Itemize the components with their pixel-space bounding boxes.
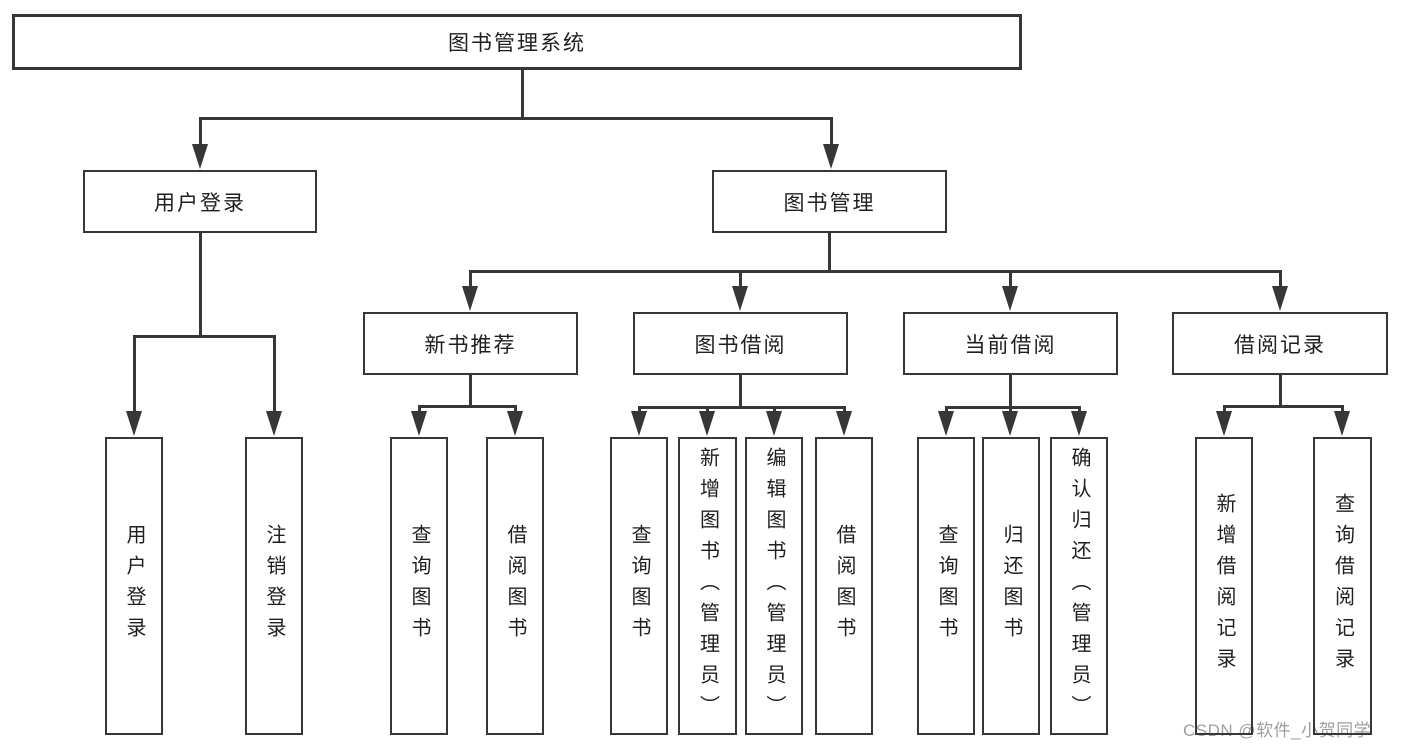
connector-branch	[417, 404, 517, 408]
leaf-query-books-1-label: 查询图书	[408, 524, 430, 648]
arrowhead-down-icon	[266, 411, 282, 436]
connector-stem	[1008, 375, 1012, 407]
node-current-borrow-label: 当前借阅	[964, 333, 1057, 357]
connector-stem	[827, 233, 831, 271]
leaf-return-books: 归还图书	[982, 437, 1040, 735]
node-new-book-rec-label: 新书推荐	[424, 333, 517, 357]
connector-arrow-line	[417, 406, 421, 414]
leaf-user-login-label: 用户登录	[123, 524, 145, 648]
arrowhead-down-icon	[1216, 411, 1232, 436]
leaf-confirm-return-admin-label: 确认归还（管理员）	[1068, 446, 1090, 726]
arrowhead-down-icon	[836, 411, 852, 436]
arrowhead-down-icon	[192, 144, 208, 169]
arrowhead-down-icon	[507, 411, 523, 436]
connector-arrow-line	[705, 407, 709, 414]
connector-arrow-line	[1278, 271, 1282, 289]
leaf-borrow-books-2: 借阅图书	[815, 437, 873, 735]
leaf-query-books-2-label: 查询图书	[628, 524, 650, 648]
leaf-add-borrow-record: 新增借阅记录	[1195, 437, 1253, 735]
leaf-borrow-books-1: 借阅图书	[486, 437, 544, 735]
connector-arrow-line	[468, 271, 472, 289]
connector-arrow-line	[1008, 407, 1012, 414]
leaf-logout: 注销登录	[245, 437, 303, 735]
leaf-return-books-label: 归还图书	[1000, 524, 1022, 648]
node-book-mgmt-label: 图书管理	[783, 191, 876, 215]
leaf-query-books-3: 查询图书	[917, 437, 975, 735]
leaf-confirm-return-admin: 确认归还（管理员）	[1050, 437, 1108, 735]
node-borrow-records-label: 借阅记录	[1234, 333, 1326, 357]
connector-arrow-line	[513, 406, 517, 414]
leaf-query-books-3-label: 查询图书	[935, 524, 957, 648]
node-user-login-label: 用户登录	[154, 191, 246, 215]
connector-stem	[1278, 375, 1282, 406]
connector-branch	[944, 405, 1081, 409]
node-borrow-records: 借阅记录	[1172, 312, 1388, 375]
connector-stem	[738, 375, 742, 407]
connector-stem	[198, 233, 202, 336]
arrowhead-down-icon	[1334, 411, 1350, 436]
arrowhead-down-icon	[766, 411, 782, 436]
arrowhead-down-icon	[1272, 286, 1288, 311]
arrowhead-down-icon	[462, 286, 478, 311]
node-root-label: 图书管理系统	[448, 32, 586, 55]
leaf-add-books-admin-label: 新增图书（管理员）	[696, 446, 719, 726]
arrowhead-down-icon	[938, 411, 954, 436]
connector-branch	[1222, 404, 1344, 408]
leaf-borrow-books-2-label: 借阅图书	[833, 524, 855, 648]
node-new-book-rec: 新书推荐	[363, 312, 578, 375]
connector-arrow-line	[1340, 406, 1344, 414]
arrowhead-down-icon	[1002, 286, 1018, 311]
node-book-borrow-label: 图书借阅	[694, 333, 787, 357]
connector-arrow-line	[132, 336, 136, 414]
arrowhead-down-icon	[631, 411, 647, 436]
arrowhead-down-icon	[411, 411, 427, 436]
connector-stem	[520, 70, 524, 118]
node-book-mgmt: 图书管理	[712, 170, 947, 233]
arrowhead-down-icon	[1071, 411, 1087, 436]
leaf-query-borrow-record-label: 查询借阅记录	[1331, 493, 1354, 679]
connector-arrow-line	[1008, 271, 1012, 289]
leaf-add-books-admin: 新增图书（管理员）	[678, 437, 737, 735]
leaf-query-books-1: 查询图书	[390, 437, 448, 735]
connector-arrow-line	[944, 407, 948, 414]
connector-branch	[132, 334, 276, 338]
arrowhead-down-icon	[823, 144, 839, 169]
leaf-borrow-books-1-label: 借阅图书	[504, 524, 526, 648]
node-user-login: 用户登录	[83, 170, 317, 233]
connector-arrow-line	[772, 407, 776, 414]
leaf-edit-books-admin: 编辑图书（管理员）	[745, 437, 803, 735]
arrowhead-down-icon	[699, 411, 715, 436]
connector-arrow-line	[272, 336, 276, 414]
arrowhead-down-icon	[1002, 411, 1018, 436]
connector-arrow-line	[829, 118, 833, 147]
leaf-edit-books-admin-label: 编辑图书（管理员）	[763, 446, 785, 726]
arrowhead-down-icon	[732, 286, 748, 311]
node-current-borrow: 当前借阅	[903, 312, 1118, 375]
leaf-add-borrow-record-label: 新增借阅记录	[1213, 493, 1235, 679]
csdn-watermark: CSDN @软件_小贺同学	[1183, 721, 1372, 740]
connector-arrow-line	[738, 271, 742, 289]
connector-branch	[637, 405, 846, 409]
leaf-logout-label: 注销登录	[263, 524, 285, 648]
connector-arrow-line	[842, 407, 846, 414]
connector-stem	[468, 375, 472, 406]
arrowhead-down-icon	[126, 411, 142, 436]
leaf-user-login: 用户登录	[105, 437, 163, 735]
connector-branch	[198, 116, 833, 120]
leaf-query-books-2: 查询图书	[610, 437, 668, 735]
node-book-borrow: 图书借阅	[633, 312, 848, 375]
connector-arrow-line	[1222, 406, 1226, 414]
connector-branch	[468, 269, 1282, 273]
node-root: 图书管理系统	[12, 14, 1022, 70]
connector-arrow-line	[1077, 407, 1081, 414]
leaf-query-borrow-record: 查询借阅记录	[1313, 437, 1372, 735]
connector-arrow-line	[637, 407, 641, 414]
connector-arrow-line	[198, 118, 202, 147]
